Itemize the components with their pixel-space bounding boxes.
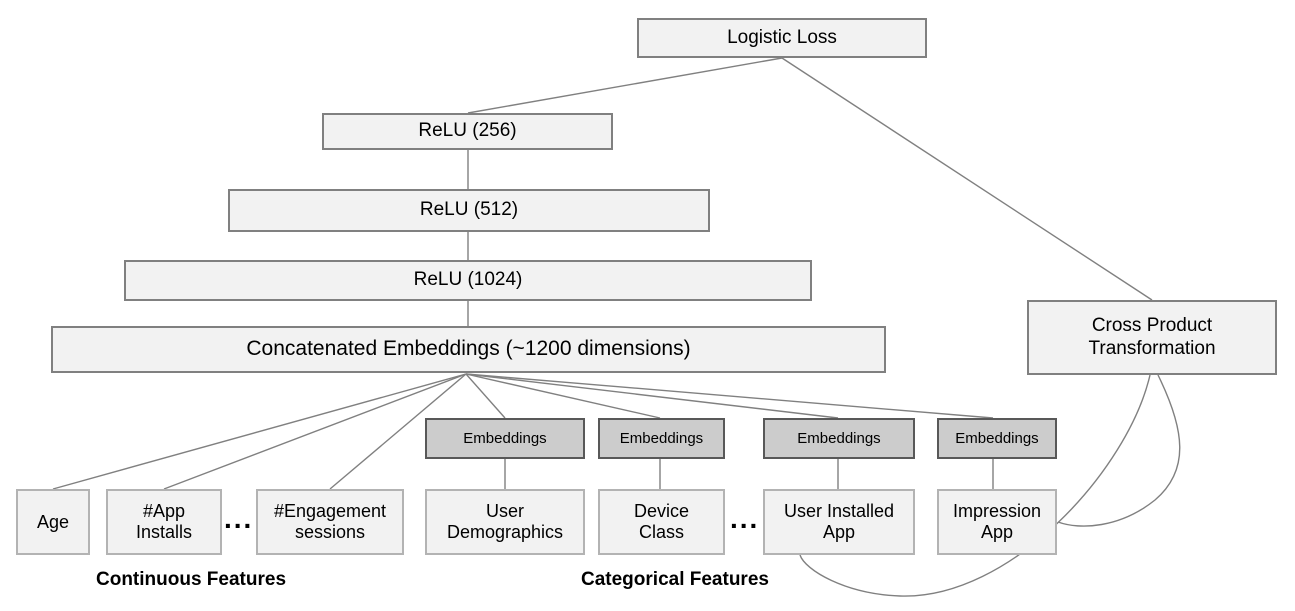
node-feature-engagement-sessions-line2: sessions [294, 522, 366, 542]
node-feature-app-installs-line2: Installs [135, 522, 193, 542]
node-embeddings-4[interactable]: Embeddings [937, 418, 1057, 459]
edge-loss-to-relu256 [467, 57, 783, 114]
edge-crossproduct-to-impression-app [1057, 374, 1181, 527]
group-label-categorical-features-text: Categorical Features [581, 569, 769, 590]
node-cross-product-transformation[interactable]: Cross Product Transformation [1027, 300, 1277, 375]
node-feature-impression-app-line2: App [980, 522, 1014, 542]
ellipsis-categorical-text: ... [730, 503, 760, 534]
edge-concat-to-embeddings-2 [465, 373, 661, 419]
node-cross-product-line1: Cross Product [1091, 315, 1213, 337]
edge-concat-to-embeddings-4 [465, 373, 994, 419]
ellipsis-continuous: ... [224, 505, 253, 533]
edge-concat-to-embeddings-1 [465, 373, 506, 419]
node-feature-app-installs-line1: #App [142, 501, 186, 522]
group-label-continuous-features: Continuous Features [96, 569, 286, 591]
node-feature-age-label: Age [36, 511, 70, 532]
node-embeddings-4-label: Embeddings [955, 429, 1039, 447]
node-feature-device-class-line2: Class [638, 522, 684, 542]
node-feature-device-class-line1: Device [633, 501, 690, 522]
node-embeddings-3-label: Embeddings [797, 429, 881, 447]
ellipsis-categorical: ... [730, 505, 759, 533]
ellipsis-continuous-text: ... [224, 503, 254, 534]
node-feature-user-demographics-line2: Demographics [446, 522, 564, 542]
node-feature-user-installed-app[interactable]: User Installed App [763, 489, 915, 555]
node-feature-engagement-sessions[interactable]: #Engagement sessions [256, 489, 404, 555]
node-relu-512[interactable]: ReLU (512) [228, 189, 710, 232]
node-relu-1024-label: ReLU (1024) [413, 269, 523, 291]
node-relu-512-label: ReLU (512) [419, 199, 519, 221]
edge-concat-to-age [52, 373, 467, 490]
node-relu-256[interactable]: ReLU (256) [322, 113, 613, 150]
node-feature-user-installed-app-line2: App [822, 522, 856, 542]
edge-concat-to-embeddings-3 [465, 373, 839, 419]
node-feature-age[interactable]: Age [16, 489, 90, 555]
node-feature-user-demographics-line1: User [485, 501, 524, 522]
node-embeddings-3[interactable]: Embeddings [763, 418, 915, 459]
node-logistic-loss-label: Logistic Loss [727, 26, 837, 48]
node-feature-engagement-sessions-line1: #Engagement [273, 501, 387, 522]
node-logistic-loss[interactable]: Logistic Loss [637, 18, 927, 58]
edge-crossproduct-to-user-installed-app [799, 374, 1151, 597]
node-feature-impression-app-line1: Impression [952, 501, 1042, 522]
node-feature-impression-app[interactable]: Impression App [937, 489, 1057, 555]
node-feature-app-installs[interactable]: #App Installs [106, 489, 222, 555]
node-embeddings-1[interactable]: Embeddings [425, 418, 585, 459]
node-feature-user-installed-app-line1: User Installed [783, 501, 895, 522]
group-label-categorical-features: Categorical Features [581, 569, 769, 591]
node-feature-device-class[interactable]: Device Class [598, 489, 725, 555]
node-relu-256-label: ReLU (256) [418, 120, 517, 142]
node-embeddings-2-label: Embeddings [619, 429, 704, 447]
node-feature-user-demographics[interactable]: User Demographics [425, 489, 585, 555]
edge-concat-to-app-installs [163, 373, 467, 490]
group-label-continuous-features-text: Continuous Features [96, 569, 287, 590]
node-embeddings-1-label: Embeddings [463, 429, 547, 447]
edge-loss-to-crossproduct [781, 57, 1153, 301]
node-relu-1024[interactable]: ReLU (1024) [124, 260, 812, 301]
node-cross-product-line2: Transformation [1088, 337, 1216, 359]
node-concatenated-embeddings-label: Concatenated Embeddings (~1200 dimension… [246, 337, 691, 361]
node-embeddings-2[interactable]: Embeddings [598, 418, 725, 459]
node-concatenated-embeddings[interactable]: Concatenated Embeddings (~1200 dimension… [51, 326, 886, 373]
